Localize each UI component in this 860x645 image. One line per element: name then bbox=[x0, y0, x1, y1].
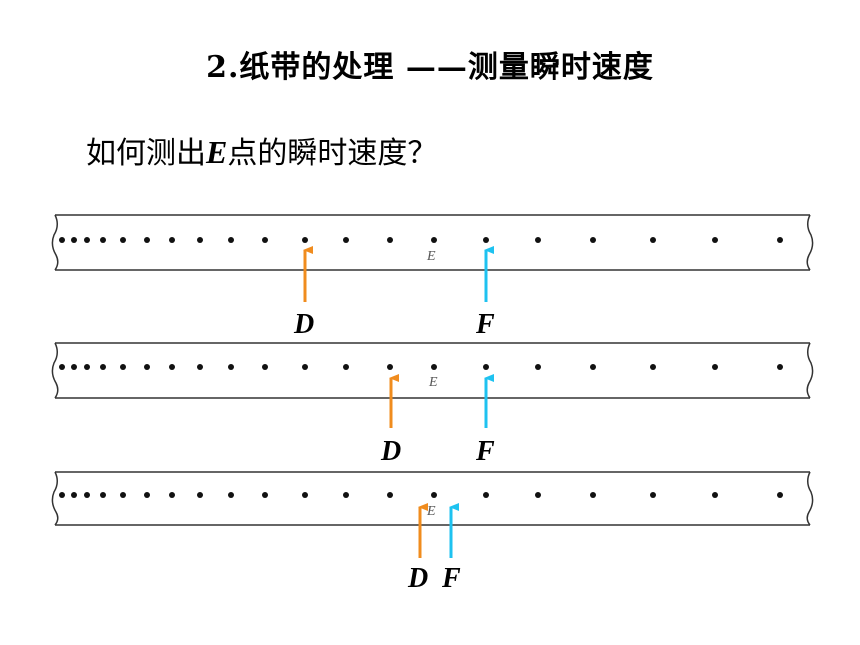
tape-3-label-f: F bbox=[441, 563, 461, 594]
tape-1-label-d: D bbox=[293, 309, 314, 340]
tape-2-right-tear bbox=[806, 342, 814, 399]
tape-3-right-tear bbox=[806, 471, 814, 526]
tape-2-left-tear bbox=[51, 342, 59, 399]
slide-title: 2.纸带的处理 ——测量瞬时速度 bbox=[206, 50, 654, 85]
question-suffix: 点的瞬时速度？ bbox=[227, 136, 438, 171]
tape-2-label-f: F bbox=[475, 436, 495, 467]
tape-1-dots bbox=[59, 237, 783, 243]
tape-3-point-label: E bbox=[426, 504, 436, 519]
tape-2-point-label: E bbox=[428, 375, 438, 390]
tape-1-label-f: F bbox=[475, 309, 495, 340]
tape-2-label-d: D bbox=[380, 436, 401, 467]
tape-1-right-tear bbox=[806, 214, 814, 271]
tape-3-label-d: D bbox=[407, 563, 428, 594]
tape-1-left-tear bbox=[51, 214, 59, 271]
tape-2: E D F bbox=[51, 342, 814, 467]
tape-1-point-label: E bbox=[426, 249, 436, 264]
question-prefix: 如何测出 bbox=[86, 136, 206, 171]
tape-3-left-tear bbox=[51, 471, 59, 526]
question-point: E bbox=[206, 134, 228, 170]
tape-3: E D F bbox=[51, 471, 814, 594]
tape-2-dots bbox=[59, 364, 783, 370]
tape-3-dots bbox=[59, 492, 783, 498]
question-text: 如何测出E点的瞬时速度？ bbox=[86, 128, 437, 172]
tape-1: E D F bbox=[51, 214, 814, 340]
